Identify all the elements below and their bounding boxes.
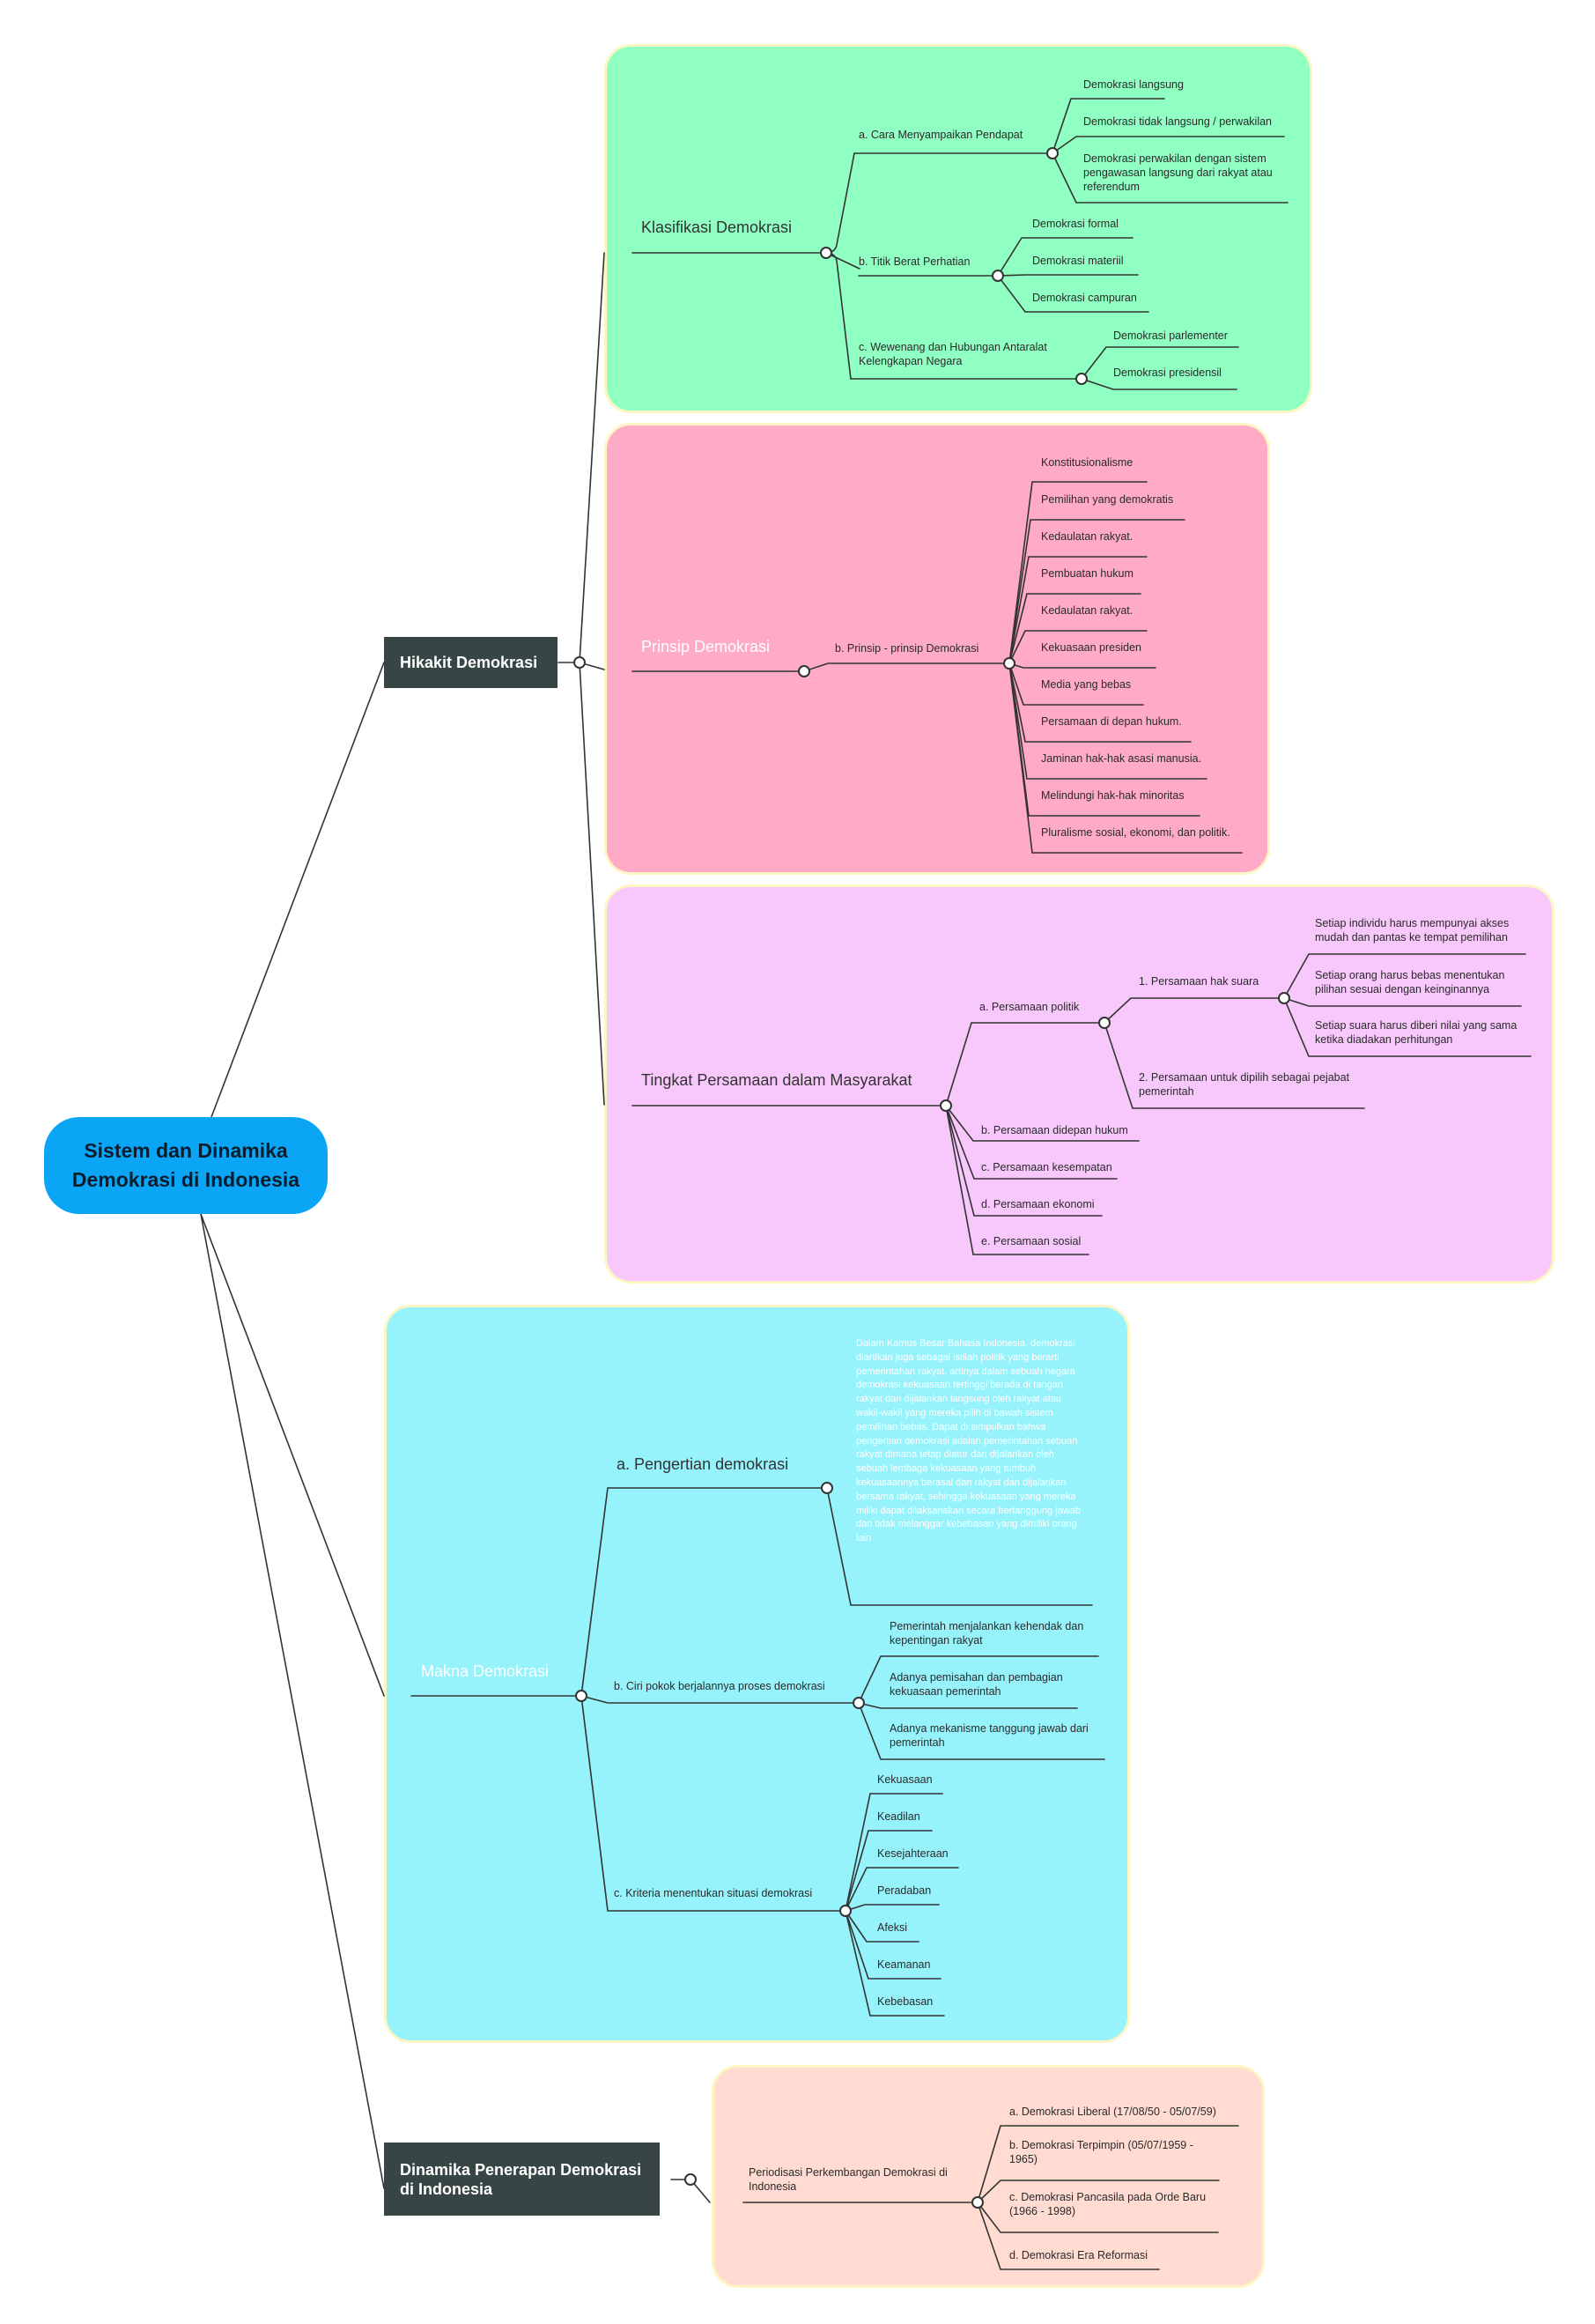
tingkat-a1-label[interactable]: 1. Persamaan hak suara [1139,975,1259,988]
tingkat-a1-item[interactable]: Setiap individu harus mempunyai akses mu… [1315,917,1510,944]
makna-c-label[interactable]: c. Kriteria menentukan situasi demokrasi [614,1887,813,1899]
tingkat-other[interactable]: c. Persamaan kesempatan [981,1161,1112,1173]
dinamika-title: Dinamika Penerapan Demokrasi di Indonesi… [400,2160,642,2198]
prinsip-item[interactable]: Pluralisme sosial, ekonomi, dan politik. [1041,826,1230,839]
prinsip-item[interactable]: Konstitusionalisme [1041,456,1133,469]
klasifikasi-c-label[interactable]: c. Wewenang dan Hubungan Antaralat Kelen… [859,341,1047,367]
dinamika-item[interactable]: d. Demokrasi Era Reformasi [1009,2249,1148,2261]
klasifikasi-b-item[interactable]: Demokrasi formal [1032,218,1119,230]
prinsip-item[interactable]: Pemilihan yang demokratis [1041,493,1174,506]
hikakit-title: Hikakit Demokrasi [400,654,538,671]
prinsip-item[interactable]: Media yang bebas [1041,678,1132,691]
dinamika-item[interactable]: c. Demokrasi Pancasila pada Orde Baru (1… [1009,2191,1207,2217]
klasifikasi-title[interactable]: Klasifikasi Demokrasi [641,218,793,236]
makna-c-item[interactable]: Kekuasaan [877,1773,933,1786]
prinsip-item[interactable]: Jaminan hak-hak asasi manusia. [1041,752,1202,765]
makna-c-item[interactable]: Peradaban [877,1884,932,1897]
prinsip-item[interactable]: Melindungi hak-hak minoritas [1041,789,1185,802]
makna-c-item[interactable]: Afeksi [877,1921,908,1934]
makna-b-label[interactable]: b. Ciri pokok berjalannya proses demokra… [614,1680,825,1692]
makna-b-item[interactable]: Adanya mekanisme tanggung jawab dari pem… [890,1722,1089,1749]
tingkat-other[interactable]: e. Persamaan sosial [981,1235,1082,1247]
tingkat-a1-item[interactable]: Setiap orang harus bebas menentukan pili… [1315,969,1505,995]
makna-c-item[interactable]: Keamanan [877,1958,931,1971]
prinsip-item[interactable]: Pembuatan hukum [1041,567,1133,580]
prinsip-item[interactable]: Kekuasaan presiden [1041,641,1141,654]
tingkat-a2-label[interactable]: 2. Persamaan untuk dipilih sebagai pejab… [1139,1071,1350,1098]
makna-section [384,1305,1130,2043]
makna-title[interactable]: Makna Demokrasi [421,1662,550,1680]
dinamika-section [712,2065,1265,2288]
root-line-1: Sistem dan Dinamika [84,1139,288,1162]
makna-b-item[interactable]: Adanya pemisahan dan pembagian kekuasaan… [890,1671,1063,1698]
dinamika-item[interactable]: a. Demokrasi Liberal (17/08/50 - 05/07/5… [1009,2106,1216,2118]
tingkat-other[interactable]: b. Persamaan didepan hukum [981,1124,1128,1136]
dinamika-node[interactable]: Dinamika Penerapan Demokrasi di Indonesi… [384,2143,660,2216]
prinsip-item[interactable]: Persamaan di depan hukum. [1041,715,1182,728]
makna-c-item[interactable]: Kesejahteraan [877,1847,949,1860]
klasifikasi-a-item[interactable]: Demokrasi tidak langsung / perwakilan [1083,115,1272,128]
klasifikasi-a-item[interactable]: Demokrasi perwakilan dengan sistem penga… [1083,152,1273,193]
prinsip-title[interactable]: Prinsip Demokrasi [641,638,771,655]
tingkat-other[interactable]: d. Persamaan ekonomi [981,1198,1095,1210]
dinamika-item[interactable]: b. Demokrasi Terpimpin (05/07/1959 - 196… [1009,2139,1193,2165]
klasifikasi-a-label[interactable]: a. Cara Menyampaikan Pendapat [859,129,1023,141]
klasifikasi-b-item[interactable]: Demokrasi materiil [1032,255,1124,267]
makna-c-item[interactable]: Kebebasan [877,1995,934,2008]
tingkat-section [604,884,1554,1284]
tingkat-a1-item[interactable]: Setiap suara harus diberi nilai yang sam… [1315,1019,1517,1046]
root-line-2: Demokrasi di Indonesia [71,1168,300,1191]
klasifikasi-c-item[interactable]: Demokrasi parlementer [1113,329,1228,342]
prinsip-item[interactable]: Kedaulatan rakyat. [1041,604,1133,617]
makna-c-item[interactable]: Keadilan [877,1810,920,1823]
klasifikasi-section [604,44,1312,413]
tingkat-title[interactable]: Tingkat Persamaan dalam Masyarakat [641,1071,912,1089]
makna-a-label[interactable]: a. Pengertian demokrasi [617,1455,789,1473]
prinsip-section [604,423,1270,875]
hikakit-node[interactable]: Hikakit Demokrasi [384,637,558,688]
klasifikasi-c-item[interactable]: Demokrasi presidensil [1113,366,1222,379]
klasifikasi-b-item[interactable]: Demokrasi campuran [1032,292,1137,304]
prinsip-branch[interactable]: b. Prinsip - prinsip Demokrasi [835,642,979,655]
makna-b-item[interactable]: Pemerintah menjalankan kehendak dan kepe… [890,1620,1084,1647]
prinsip-item[interactable]: Kedaulatan rakyat. [1041,530,1133,543]
klasifikasi-b-label[interactable]: b. Titik Berat Perhatian [859,255,971,268]
klasifikasi-a-item[interactable]: Demokrasi langsung [1083,78,1184,91]
dinamika-branch[interactable]: Periodisasi Perkembangan Demokrasi di In… [749,2166,948,2193]
tingkat-a-label[interactable]: a. Persamaan politik [979,1001,1080,1013]
makna-definition-text[interactable]: Dalam Kamus Besar Bahasa Indonesia, demo… [856,1338,1081,1544]
